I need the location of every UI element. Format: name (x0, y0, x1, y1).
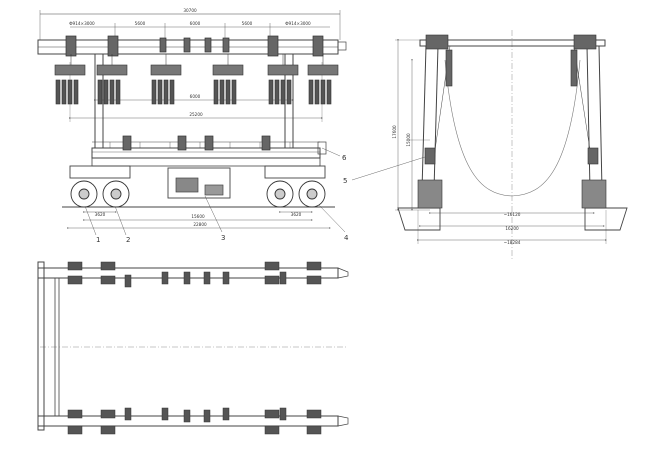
dim-hoist-spacing-2: 6000 (190, 21, 201, 26)
dim-wheel-base-left: 3620 (95, 212, 106, 217)
callout-4: 4 (344, 234, 349, 242)
dim-hoist-spacing-3: 5600 (242, 21, 253, 26)
travel-wheels (70, 180, 326, 208)
dim-girder-span: 25200 (189, 112, 203, 117)
dim-hoist-spacing-1: 5600 (135, 21, 146, 26)
callout-1: 1 (96, 236, 100, 244)
side-components (417, 34, 607, 209)
callout-2: 2 (126, 236, 130, 244)
dim-wheel-base-right: 3620 (291, 212, 302, 217)
side-dimension-labels: 17600 15000 ~16120 16200 ~18284 5 (343, 125, 521, 245)
dim-lift-height: 15000 (406, 133, 411, 147)
plan-view (37, 261, 349, 431)
callout-6: 6 (342, 154, 347, 162)
front-elevation (37, 10, 347, 236)
callout-5: 5 (343, 177, 347, 185)
side-elevation (351, 30, 628, 260)
dim-total-height: 17600 (392, 125, 397, 139)
hoist-slings (54, 54, 339, 105)
dim-rail-span: 15600 (191, 214, 205, 219)
dim-bottom-width: ~16120 (504, 212, 521, 217)
plan-components (67, 261, 322, 435)
dim-track-length: 22800 (193, 222, 207, 227)
dim-outer-width: ~18284 (504, 240, 521, 245)
callout-3: 3 (221, 234, 225, 242)
dim-sheave-right: Φ914×3000 (285, 21, 311, 26)
dim-inner-width: 16200 (505, 226, 519, 231)
dim-inner-span: 6000 (190, 94, 201, 99)
front-dimension-labels: 30700 5600 6000 5600 Φ914×3000 Φ914×3000… (69, 8, 349, 244)
dim-overall-length: 30700 (183, 8, 197, 13)
dim-sheave-left: Φ914×3000 (69, 21, 95, 26)
